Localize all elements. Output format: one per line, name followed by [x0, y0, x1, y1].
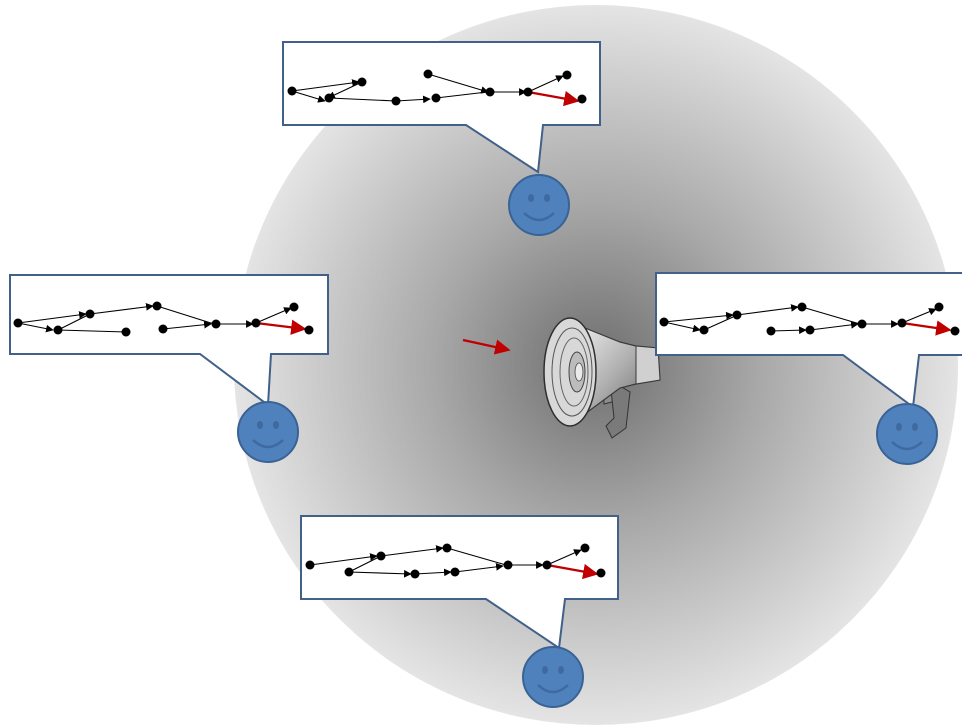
callout-right: [655, 272, 962, 409]
megaphone-icon: [543, 317, 661, 439]
red-arrow-icon: [462, 338, 511, 355]
sequence-graph-top: [287, 69, 587, 107]
callout-top: [282, 41, 601, 174]
sequence-graph-left: [13, 301, 314, 337]
smiley-face-icon: [876, 403, 938, 465]
smiley-face-icon: [508, 174, 570, 236]
smiley-face-icon: [237, 401, 299, 463]
sequence-graph-bottom: [305, 543, 606, 580]
callout-bottom: [300, 515, 619, 650]
smiley-face-icon: [522, 646, 584, 708]
sequence-graph-right: [659, 302, 960, 336]
callout-left: [9, 274, 329, 407]
